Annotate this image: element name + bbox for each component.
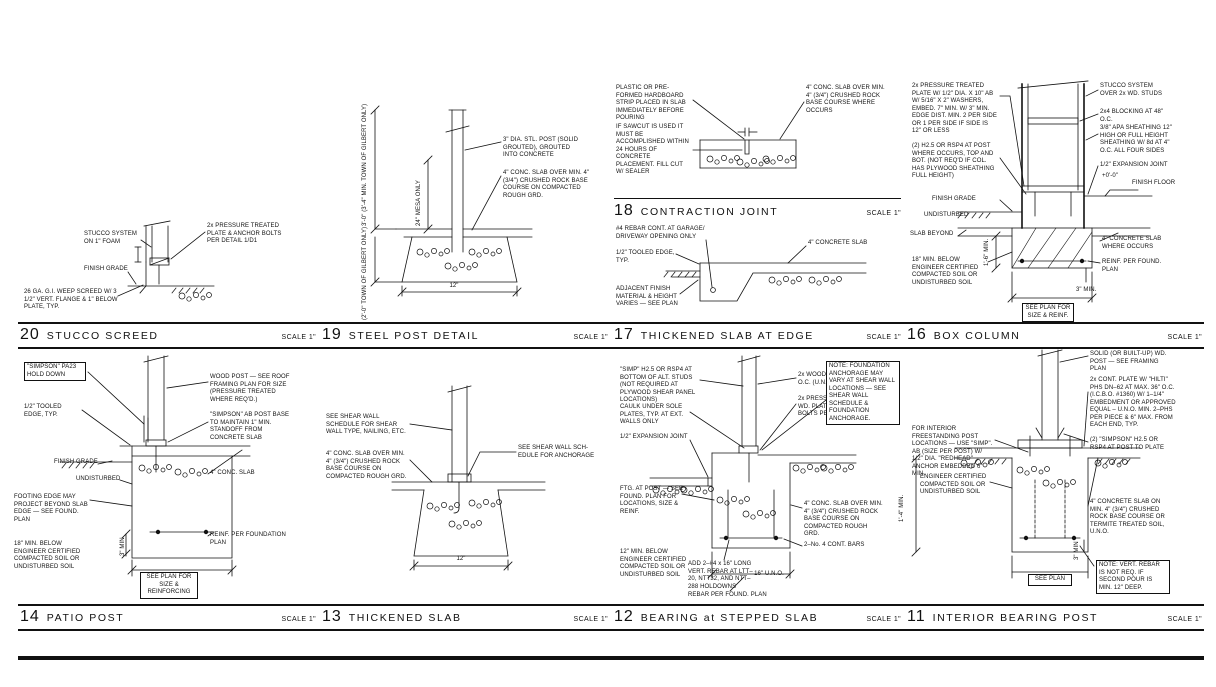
detail-11-linework xyxy=(911,349,1141,579)
detail-17-linework xyxy=(663,239,867,302)
detail-18-linework xyxy=(692,99,805,169)
detail-16-linework xyxy=(957,80,1153,303)
detail-20-linework xyxy=(117,220,215,302)
detail-12-linework xyxy=(649,355,857,592)
bottom-strip-rule-lower xyxy=(18,629,1204,631)
sheet-bottom-bar xyxy=(18,656,1204,660)
detail-19-linework xyxy=(370,105,533,297)
top-strip-rule-upper xyxy=(18,322,1204,324)
detail-13-linework xyxy=(391,385,546,571)
detail-14-linework xyxy=(59,355,251,577)
top-strip-rule-lower xyxy=(18,347,1204,349)
bottom-strip-rule-upper xyxy=(18,604,1204,606)
